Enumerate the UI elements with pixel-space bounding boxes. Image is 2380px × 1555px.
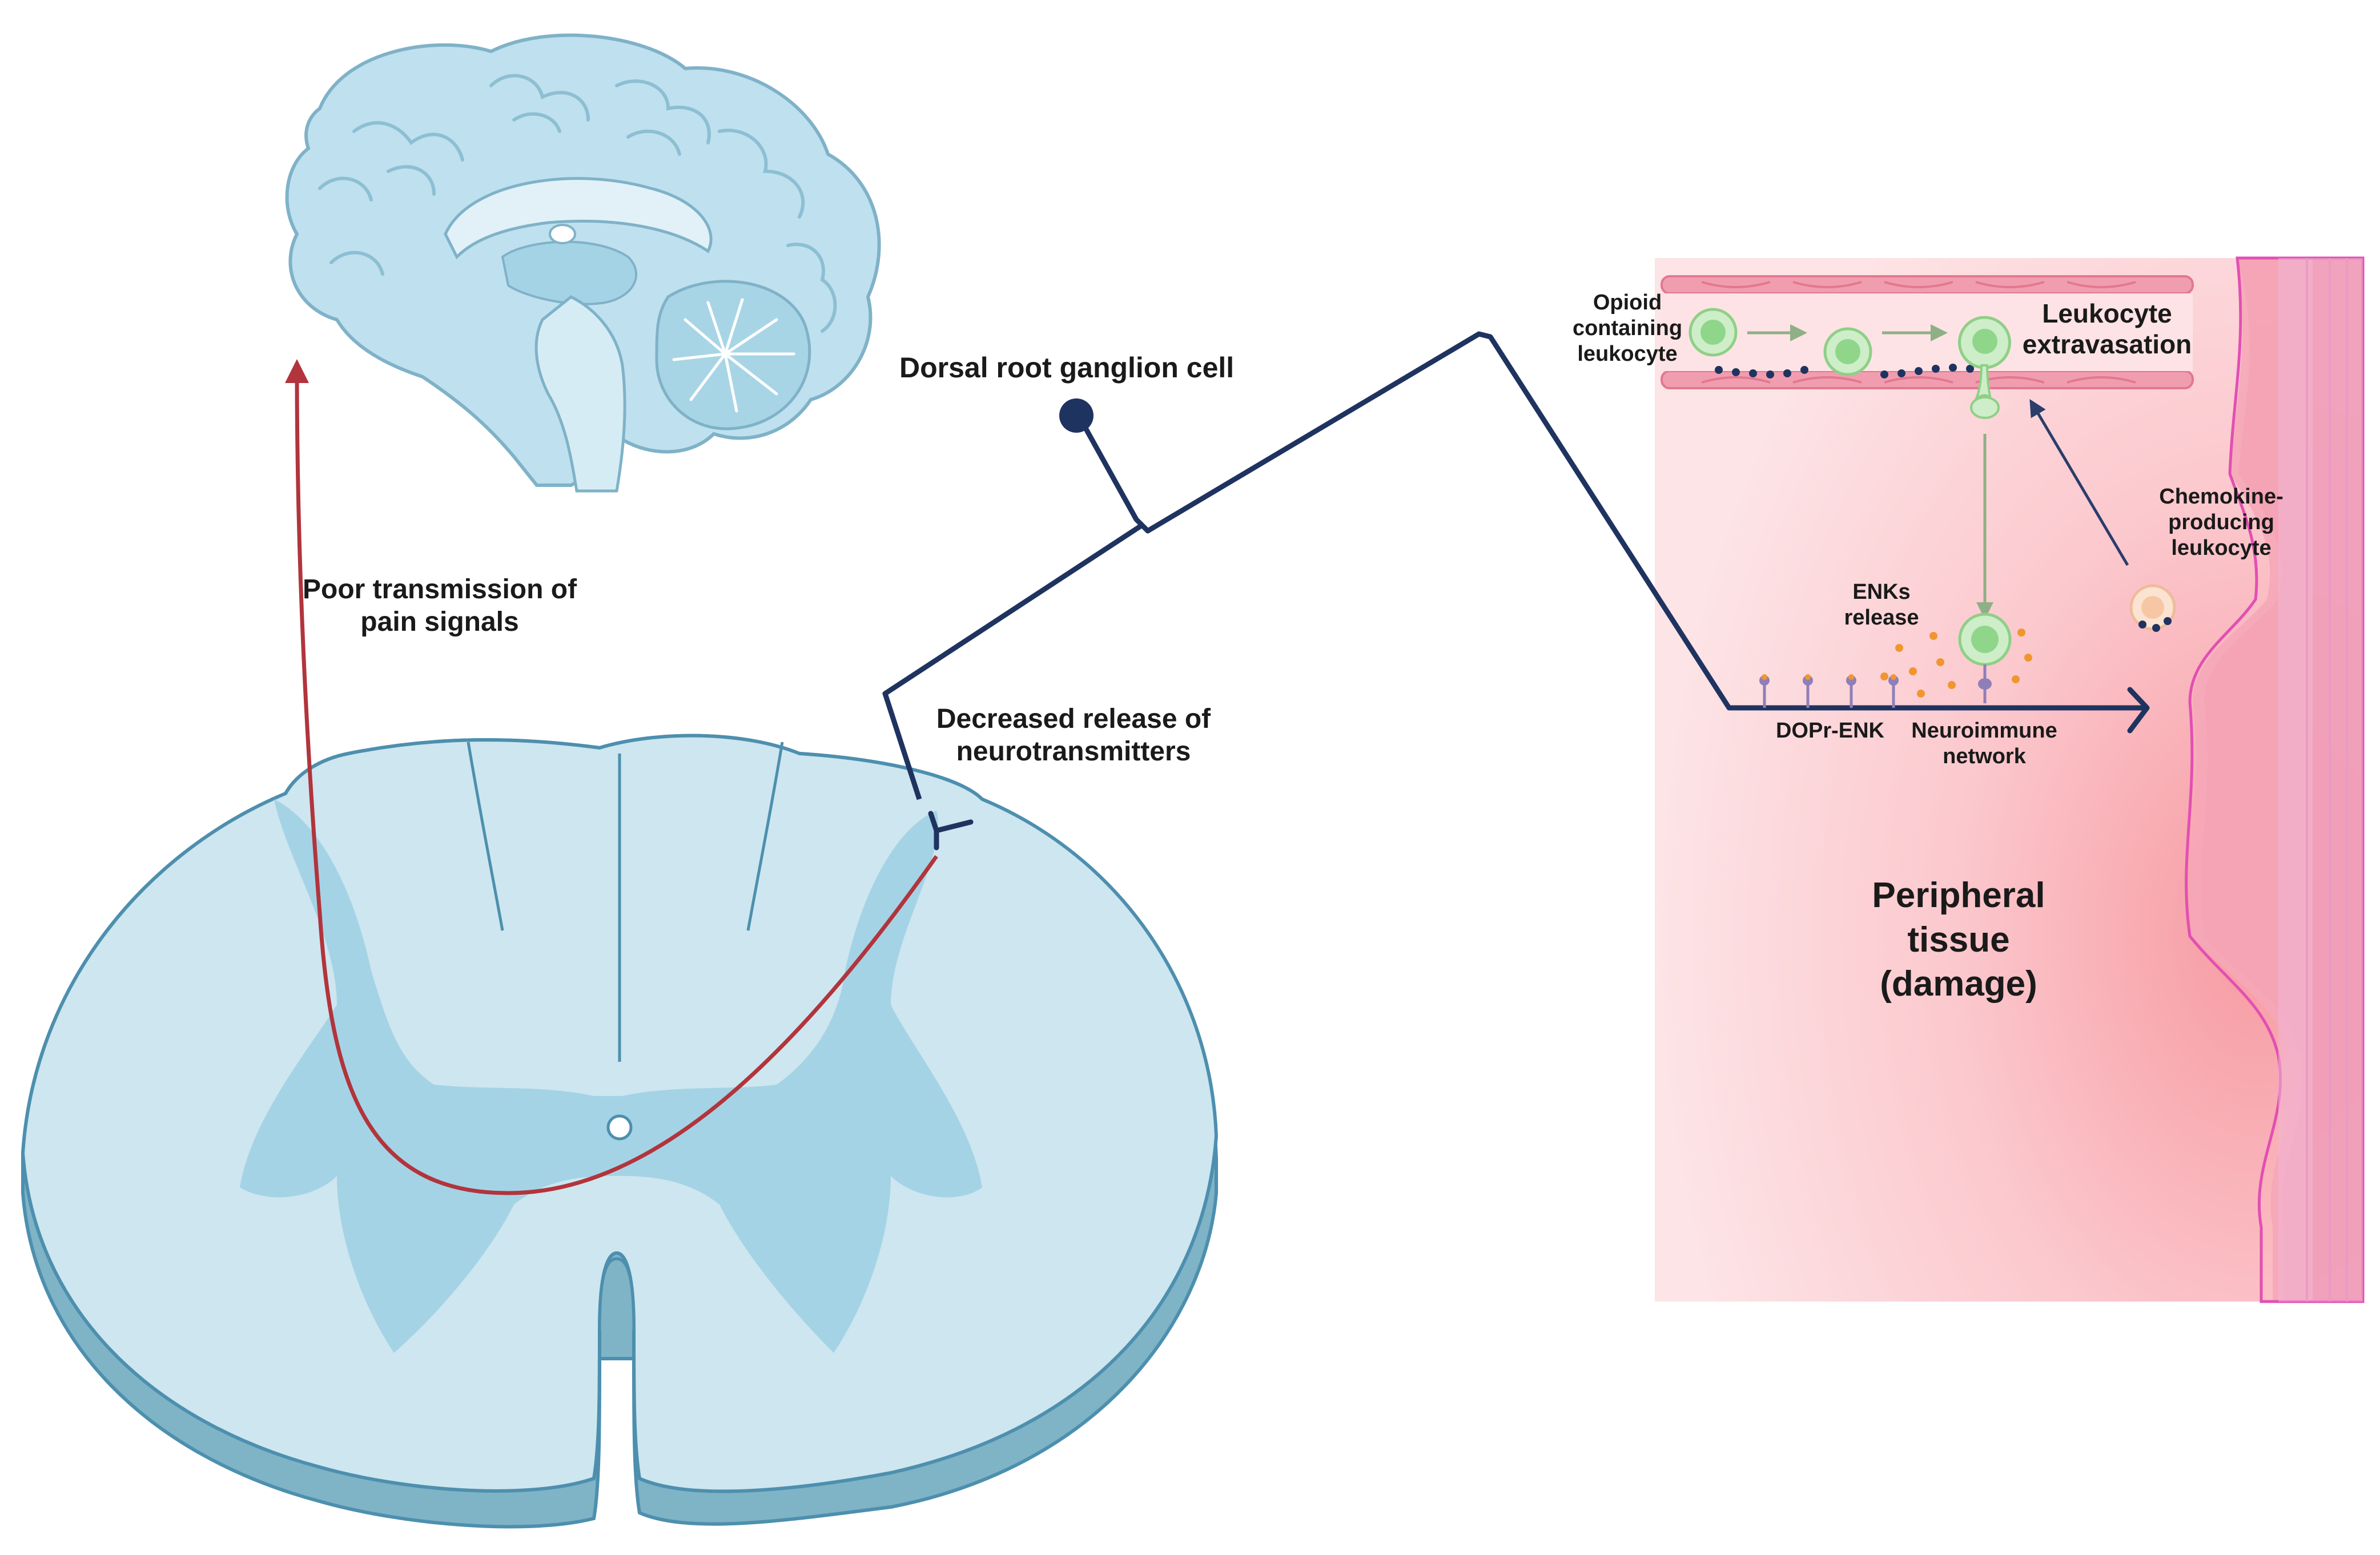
- neuron-label: Dorsal root ganglion cell: [899, 352, 1235, 384]
- extravasation-line1: Leukocyte: [2042, 299, 2172, 328]
- neuron-illustration: [882, 331, 2150, 851]
- pain-signal-label-line2: pain signals: [360, 606, 519, 637]
- extravasation-label: Leukocyte extravasation: [2021, 298, 2193, 360]
- tissue-line2: tissue: [1907, 920, 2010, 960]
- enk-particles: [1880, 629, 2032, 698]
- enks-label: ENKs release: [1833, 579, 1930, 631]
- enks-line2: release: [1844, 605, 1919, 630]
- dopr-receptors: [1759, 674, 1899, 708]
- peripheral-tissue-panel: [1655, 256, 2365, 1303]
- chemokine-line3: leukocyte: [2171, 535, 2272, 560]
- synapse-label-line2: neurotransmitters: [956, 736, 1191, 767]
- chemokine-line2: producing: [2168, 510, 2274, 534]
- tissue-label: Peripheral tissue (damage): [1844, 873, 2073, 1006]
- tissue-line1: Peripheral: [1872, 876, 2045, 915]
- dopr-label: DOPr-ENK: [1775, 719, 1885, 743]
- neuroimmune-line1: Neuroimmune: [1911, 719, 2057, 743]
- neuroimmune-line2: network: [1943, 744, 2026, 768]
- tissue-line3: (damage): [1880, 964, 2037, 1004]
- pain-signal-label: Poor transmission of pain signals: [303, 574, 577, 638]
- synapse-label: Decreased release of neurotransmitters: [925, 703, 1222, 768]
- spinal-cord-cross-section: [21, 734, 1219, 1529]
- opioid-leukocyte-label: Opioid containing leukocyte: [1565, 290, 1690, 366]
- opioid-leukocyte-line1: Opioid: [1593, 291, 1662, 315]
- brain-illustration: [285, 33, 881, 493]
- cerebellum: [655, 280, 811, 430]
- synapse-label-line1: Decreased release of: [936, 704, 1211, 734]
- opioid-leukocyte-line2: containing: [1572, 316, 1683, 340]
- enks-line1: ENKs: [1852, 580, 1911, 604]
- neuroimmune-label: Neuroimmune network: [1901, 718, 2067, 770]
- chemokine-line1: Chemokine-: [2159, 485, 2283, 509]
- extravasation-line2: extravasation: [2022, 329, 2192, 360]
- leukocyte-cell-icon: [2129, 584, 2176, 632]
- opioid-leukocyte-line3: leukocyte: [1577, 341, 1678, 366]
- pain-pathway-arrow: [285, 359, 938, 1195]
- leukocyte-cell-icon: [1688, 308, 2011, 419]
- pain-signal-label-line1: Poor transmission of: [303, 574, 577, 605]
- chemokine-label: Chemokine- producing leukocyte: [2136, 484, 2307, 561]
- skin-layers-illustration: [2185, 256, 2365, 1303]
- leukocyte-cell-icon: [1958, 613, 2012, 703]
